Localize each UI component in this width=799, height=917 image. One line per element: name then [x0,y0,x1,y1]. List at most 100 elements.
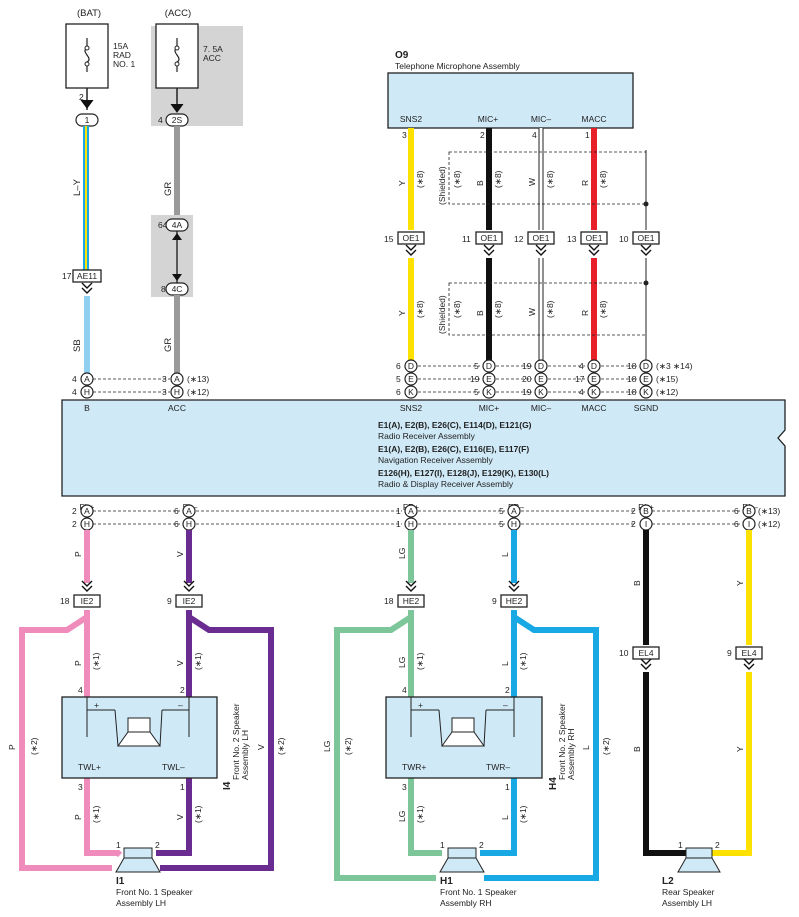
svg-text:H: H [84,387,90,397]
svg-text:(∗1): (∗1) [91,652,101,670]
mic-code: O9 [395,50,409,61]
svg-text:LG: LG [397,657,407,668]
receiver-pin-e [404,372,418,386]
receiver-pin-h [170,385,184,399]
svg-text:W: W [527,178,537,186]
svg-text:Y: Y [735,580,745,586]
svg-text:2: 2 [631,519,636,529]
svg-text:1: 1 [180,782,185,792]
svg-text:18: 18 [627,387,637,397]
receiver-pin-e [587,372,601,386]
svg-text:9: 9 [167,596,172,606]
speaker-icon [115,847,161,873]
svg-text:(∗2): (∗2) [343,737,353,755]
svg-text:V: V [256,744,266,750]
svg-text:(Shielded): (Shielded) [437,295,447,334]
svg-text:1: 1 [585,130,590,140]
svg-text:(∗12): (∗12) [187,387,209,397]
svg-text:18: 18 [384,596,394,606]
oe1-junction [527,231,555,245]
acc-pin: 4 [158,115,163,125]
svg-text:19: 19 [522,387,532,397]
svg-text:K: K [643,387,649,397]
svg-text:SNS2: SNS2 [400,114,422,124]
svg-text:SGND: SGND [634,403,659,413]
svg-text:(∗8): (∗8) [493,170,503,188]
svg-text:2: 2 [505,685,510,695]
tweeter-lh-plus: TWL+ [78,762,101,772]
svg-text:4C: 4C [172,284,183,294]
receiver-pin-a [80,504,94,518]
wire-label-gr: GR [163,182,174,196]
receiver-line2: Radio Receiver Assembly [378,431,476,441]
svg-text:(∗8): (∗8) [452,170,462,188]
svg-text:I: I [748,519,750,529]
rear-speaker-wiring [643,672,752,856]
receiver-pin-a [182,504,196,518]
receiver-line6: Radio & Display Receiver Assembly [378,479,514,489]
svg-text:4: 4 [72,387,77,397]
wire-label-sb: SB [72,339,83,352]
svg-text:K: K [538,387,544,397]
svg-text:2: 2 [479,840,484,850]
svg-text:EL4: EL4 [741,648,756,658]
svg-text:MACC: MACC [581,403,606,413]
svg-text:L: L [500,815,510,820]
svg-text:R: R [580,310,590,316]
svg-text:1: 1 [678,840,683,850]
svg-text:H: H [408,519,414,529]
acc-fuse-name: ACC [203,53,221,63]
svg-text:P: P [73,814,83,820]
svg-text:HE2: HE2 [506,596,523,606]
svg-text:1: 1 [505,782,510,792]
speaker-h1-code: H1 [440,876,453,887]
svg-text:L: L [500,661,510,666]
ie2-junction [175,594,203,608]
svg-text:(∗3 ∗14): (∗3 ∗14) [656,361,693,371]
svg-text:K: K [408,387,414,397]
shield-box-lower [448,282,647,336]
svg-text:64: 64 [158,220,168,230]
svg-text:2: 2 [180,685,185,695]
svg-text:5: 5 [474,361,479,371]
svg-text:(∗1): (∗1) [518,652,528,670]
svg-text:9: 9 [727,648,732,658]
svg-text:P: P [73,660,83,666]
svg-text:18: 18 [627,374,637,384]
svg-text:(∗13): (∗13) [187,374,209,384]
svg-text:+: + [94,700,99,710]
svg-text:6: 6 [396,387,401,397]
svg-text:D: D [591,361,597,371]
svg-text:6: 6 [734,506,739,516]
receiver-pin-d [404,359,418,373]
svg-text:Y: Y [397,310,407,316]
svg-text:SNS2: SNS2 [400,403,422,413]
svg-text:D: D [486,361,492,371]
rad-fuse-amp: 15A [113,41,128,51]
svg-text:3: 3 [402,782,407,792]
svg-text:9: 9 [492,596,497,606]
receiver-pin-h [80,385,94,399]
svg-text:2: 2 [715,840,720,850]
receiver-pin-e [482,372,496,386]
svg-text:B: B [475,310,485,316]
ie2-junction [73,594,101,608]
svg-text:6: 6 [396,361,401,371]
receiver-pin-b [639,504,653,518]
svg-text:1: 1 [116,840,121,850]
svg-text:Front No. 2 Speaker: Front No. 2 Speaker [231,703,241,780]
svg-text:(∗1): (∗1) [518,805,528,823]
svg-text:4A: 4A [172,220,183,230]
svg-text:2: 2 [72,506,77,516]
svg-text:17: 17 [62,271,72,281]
svg-text:6: 6 [174,506,179,516]
svg-text:17: 17 [575,374,585,384]
svg-text:(∗1): (∗1) [193,805,203,823]
svg-text:(∗8): (∗8) [545,300,555,318]
svg-text:5: 5 [474,387,479,397]
rad-fuse-no: NO. 1 [113,59,135,69]
svg-text:(∗15): (∗15) [656,374,678,384]
receiver-assembly [61,399,786,497]
oe1-junction [580,231,608,245]
